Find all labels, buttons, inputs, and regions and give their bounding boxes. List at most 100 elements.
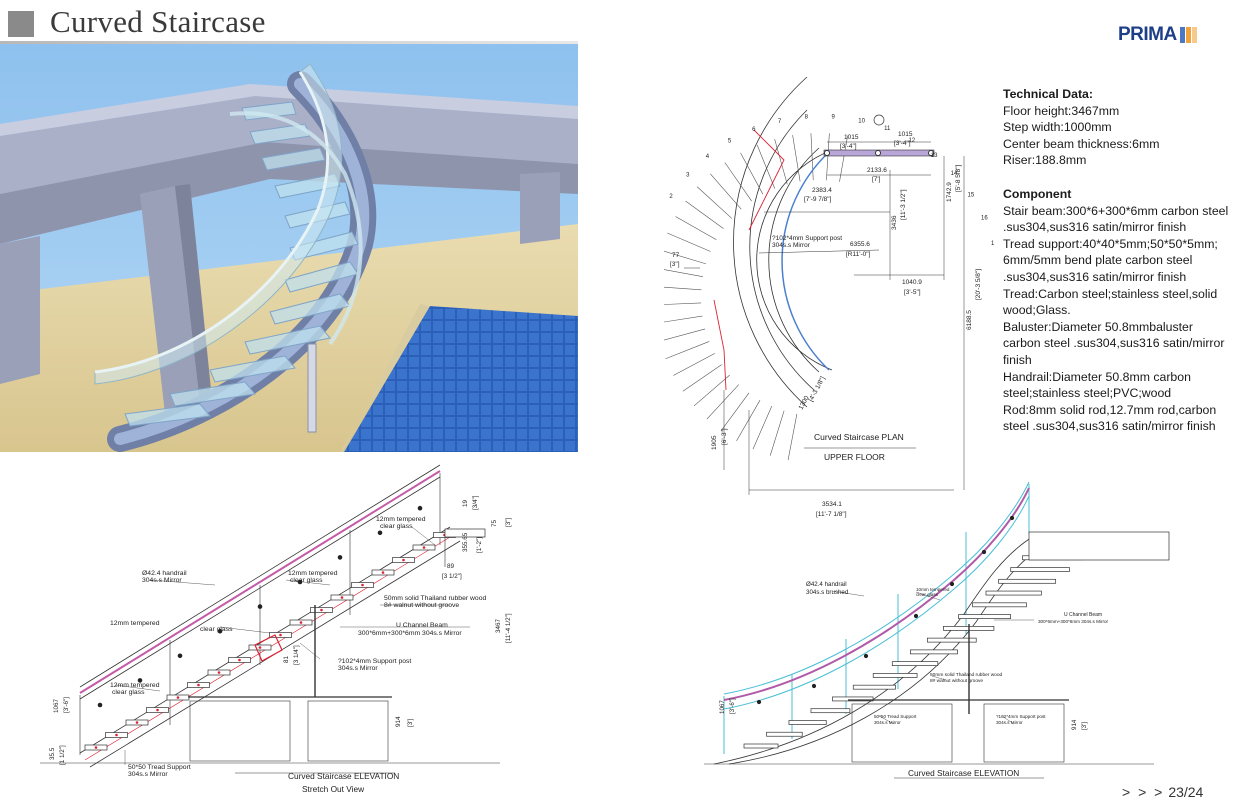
tread-fixing bbox=[94, 746, 98, 749]
tread-fixing bbox=[320, 608, 323, 612]
title-marker bbox=[8, 11, 34, 37]
tread bbox=[743, 743, 779, 749]
plan-step-number: 17 bbox=[991, 241, 994, 247]
page-number: 23/24 bbox=[1168, 784, 1204, 800]
elev-label: 12mm tempered bbox=[110, 620, 160, 627]
plan-step-number: 10 bbox=[858, 118, 865, 124]
elev-dim: 75 bbox=[491, 519, 498, 527]
tread-fixing bbox=[135, 721, 139, 724]
plan-label: 304s.s Mirror bbox=[772, 242, 811, 249]
tread bbox=[985, 590, 1042, 596]
tread bbox=[788, 720, 827, 725]
handrail-bracket bbox=[97, 702, 103, 708]
tread bbox=[766, 731, 803, 737]
component-heading: Component bbox=[1003, 186, 1072, 201]
plan-tread-line bbox=[724, 162, 752, 202]
tread-fixing bbox=[176, 696, 180, 699]
right-elev-caption: Curved Staircase ELEVATION bbox=[908, 768, 1019, 778]
plan-dim: 6188.5 bbox=[966, 310, 973, 330]
tread-fixing bbox=[217, 671, 221, 674]
component-line: wood;Glass. bbox=[1003, 303, 1071, 318]
elev-label: Ø42.4 handrail bbox=[806, 581, 847, 588]
handrail-bracket bbox=[257, 604, 263, 609]
plan-dim: 2383.4 bbox=[812, 187, 832, 194]
tread bbox=[1010, 567, 1070, 572]
elev-label: clear glass bbox=[112, 689, 145, 696]
plan-dim: [R11'-0"] bbox=[846, 251, 871, 258]
tread-fixing bbox=[381, 571, 385, 574]
prima-logo: PRIMA bbox=[1118, 24, 1197, 46]
plan-tread-line bbox=[756, 144, 776, 189]
plan-tread-line bbox=[792, 135, 801, 182]
handrail-bracket bbox=[337, 555, 343, 560]
handrail-bracket bbox=[863, 653, 869, 659]
handrail-bracket bbox=[811, 683, 817, 689]
elev-label: 12mm tempered bbox=[376, 516, 426, 523]
plan-tread-line bbox=[710, 173, 742, 210]
tread-fixing bbox=[402, 558, 405, 562]
left-elevation-drawing: 12mm tempered clear glass Ø42.4 handrail… bbox=[40, 455, 520, 798]
component-line: Stair beam:300*6+300*6mm carbon steel bbox=[1003, 203, 1229, 218]
elev-label: ?102*4mm Support post bbox=[338, 658, 411, 665]
tread bbox=[891, 661, 939, 666]
component-line: .sus304,sus316 satin/mirror finish bbox=[1003, 269, 1187, 284]
elev-dim: 81 bbox=[283, 655, 290, 663]
page-navigation[interactable]: > > >23/24 bbox=[1122, 784, 1203, 800]
elev-dim: 35.5 bbox=[49, 747, 56, 760]
render-illustration bbox=[0, 44, 578, 452]
component-line: Baluster:Diameter 50.8mmbaluster bbox=[1003, 319, 1193, 334]
plan-tread-line bbox=[675, 216, 717, 240]
elev-dim: [3 1/4"] bbox=[293, 645, 300, 665]
handrail-bracket bbox=[377, 530, 383, 536]
plan-step-number: 6 bbox=[752, 127, 756, 133]
component-line: Rod:8mm solid rod,12.7mm rod,carbon bbox=[1003, 402, 1217, 417]
component-line: carbon steel .sus304,sus316 satin/mirror bbox=[1003, 336, 1225, 351]
elev-label: 50*50 Tread Support bbox=[874, 714, 917, 719]
handrail-bracket bbox=[417, 505, 423, 511]
left-elev-subcaption: Stretch Out View bbox=[302, 784, 365, 794]
elev-dim: 89 bbox=[447, 563, 455, 570]
handrail-bracket bbox=[981, 549, 987, 555]
elev-label: 50mm solid Thailand rubber wood bbox=[930, 672, 1003, 678]
component-line: Tread:Carbon steel;stainless steel,solid bbox=[1003, 286, 1218, 301]
tread-fixing bbox=[279, 633, 282, 637]
plan-step-number: 7 bbox=[778, 119, 782, 125]
left-elevation-svg: 12mm tempered clear glass Ø42.4 handrail… bbox=[40, 464, 512, 794]
plan-step-number: 12 bbox=[908, 138, 915, 144]
tread-fixing bbox=[340, 596, 344, 599]
tread bbox=[909, 649, 958, 655]
component-line: Handrail:Diameter 50.8mm carbon bbox=[1003, 369, 1191, 384]
handrail-bracket bbox=[217, 628, 223, 634]
logo-bars-icon bbox=[1179, 27, 1197, 43]
plan-step-number: 13 bbox=[931, 153, 938, 159]
elev-dim: 914 bbox=[1071, 719, 1078, 730]
plan-tread-line bbox=[667, 232, 711, 252]
left-elev-caption: Curved Staircase ELEVATION bbox=[288, 771, 399, 781]
elev-label: 50*50 Tread Support bbox=[128, 764, 191, 771]
elev-label: 304s.s Mirror bbox=[874, 720, 901, 725]
plan-dim: [3'-5"] bbox=[904, 289, 921, 296]
next-page-arrows[interactable]: > > > bbox=[1122, 784, 1165, 800]
plan-dim: 3534.1 bbox=[822, 501, 842, 508]
plan-tread-line bbox=[693, 374, 730, 407]
elev-label: ?102*4mm Support post bbox=[996, 714, 1046, 719]
plan-dim: 6355.6 bbox=[850, 241, 870, 248]
elev-label: Ø42.4 handrail bbox=[142, 570, 187, 577]
plan-dim: 77 bbox=[672, 252, 680, 259]
elev-label: 304s.s brushed bbox=[806, 589, 849, 596]
plan-tread-line bbox=[664, 328, 706, 341]
plan-svg: 1015 [3'-4"] 1015 [3'-4"] 2133.6 [7'] 23… bbox=[664, 76, 994, 518]
plan-tread-line bbox=[664, 315, 703, 323]
elev-label: 304s.s Mirror bbox=[142, 577, 182, 584]
plan-tread-line bbox=[774, 138, 788, 185]
plan-step-number: 9 bbox=[832, 114, 836, 120]
plan-dim: [6'-3"] bbox=[721, 428, 728, 445]
elev-dim: [1'-2"] bbox=[476, 537, 483, 553]
plan-tread-line bbox=[682, 364, 722, 392]
component-line: finish bbox=[1003, 352, 1032, 367]
tread-fixing bbox=[115, 733, 118, 737]
plan-tread-line bbox=[664, 286, 702, 291]
plan-step-number: 14 bbox=[951, 171, 958, 177]
elev-dim: 19 bbox=[462, 499, 469, 507]
elev-label: 50mm solid Thailand rubber wood bbox=[384, 595, 486, 602]
